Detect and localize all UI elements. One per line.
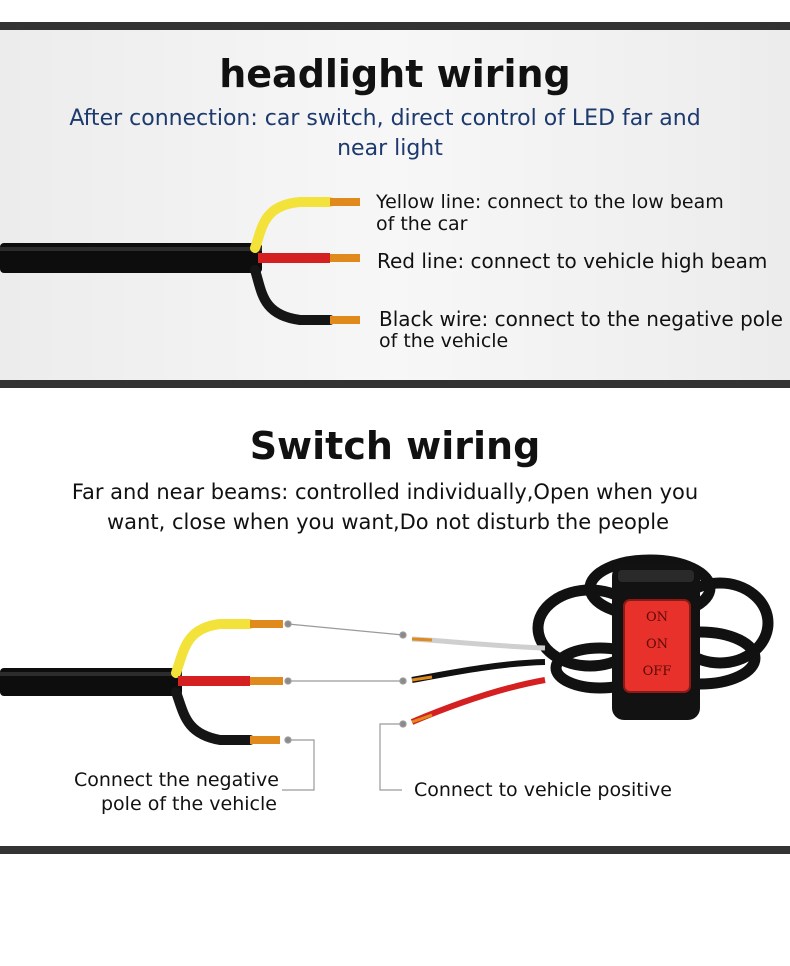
headlight-cable-diagram	[0, 197, 360, 325]
switch-subtitle-line1: Far and near beams: controlled individua…	[71, 480, 699, 504]
headlight-subtitle-line1: After connection: car switch, direct con…	[69, 106, 701, 131]
yellow-label-line2: of the car	[376, 213, 468, 235]
yellow-label-line1: Yellow line: connect to the low beam	[376, 191, 724, 213]
black-wire	[250, 265, 335, 325]
switch-panel: Switch wiring Far and near beams: contro…	[0, 388, 790, 846]
top-border	[0, 22, 790, 30]
switch-title: Switch wiring	[249, 424, 541, 468]
bottom-divider	[0, 846, 790, 854]
switch-wiring-diagram	[0, 554, 774, 791]
switch-subtitle-line2: want, close when you want,Do not disturb…	[107, 510, 669, 534]
positive-label: Connect to vehicle positive	[414, 779, 672, 801]
middle-divider	[0, 380, 790, 388]
headlight-title: headlight wiring	[219, 52, 571, 96]
red-terminal	[330, 254, 360, 262]
switch-yellow-wire	[171, 619, 255, 678]
black-label-line2: of the vehicle	[379, 330, 509, 352]
headlight-subtitle-line2: near light	[337, 136, 443, 161]
negative-label-line1: Connect the negative	[74, 769, 279, 791]
switch-label-on-1: ON	[645, 610, 669, 625]
switch-label-off: OFF	[642, 664, 672, 679]
yellow-terminal	[330, 198, 360, 206]
red-label: Red line: connect to vehicle high beam	[377, 249, 768, 273]
switch-button	[623, 599, 691, 693]
black-terminal	[330, 316, 360, 324]
headlight-panel: headlight wiring After connection: car s…	[0, 30, 790, 380]
negative-label-line2: pole of the vehicle	[101, 793, 277, 815]
switch-black-wire	[171, 687, 255, 745]
black-label-line1: Black wire: connect to the negative pole	[379, 307, 783, 331]
positive-callout-bracket	[379, 723, 402, 791]
yellow-wire	[250, 197, 335, 253]
switch-label-on-2: ON	[645, 637, 669, 652]
negative-callout-bracket	[282, 739, 315, 791]
